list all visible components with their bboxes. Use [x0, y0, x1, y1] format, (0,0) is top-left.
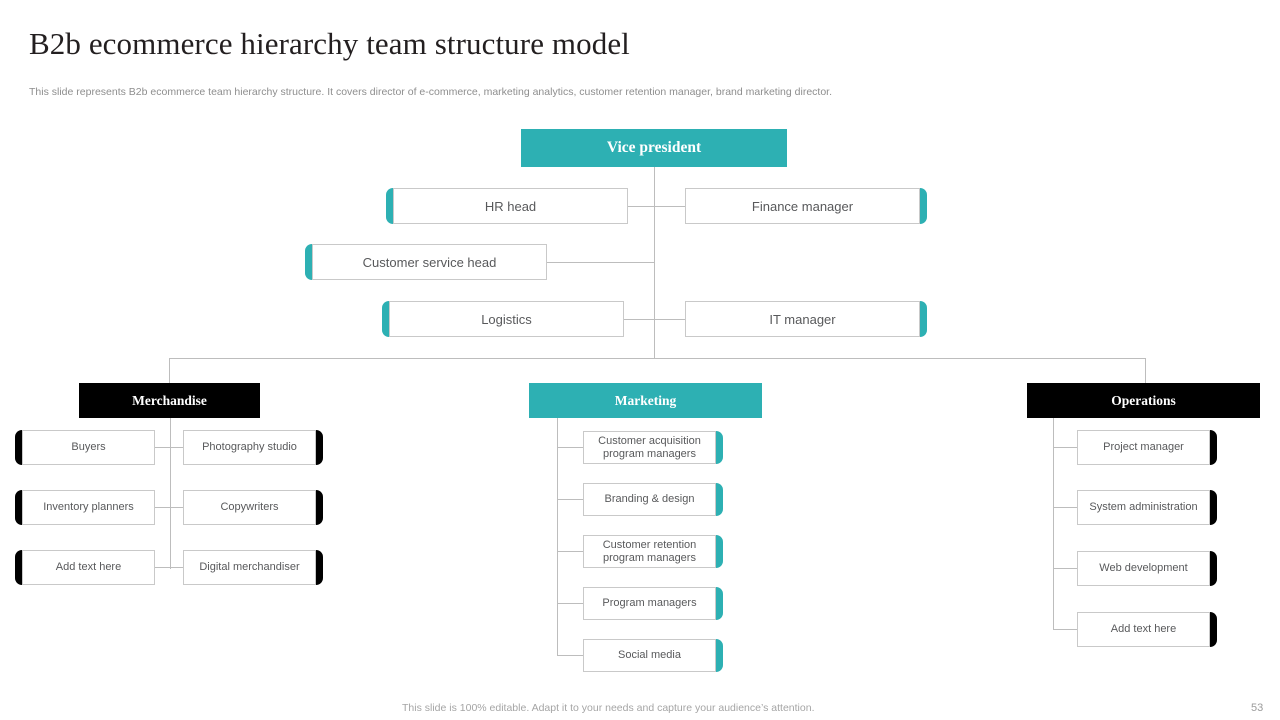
- connector-exec-row2: [547, 262, 655, 263]
- node-label: Customer service head: [362, 254, 497, 270]
- node-logistics[interactable]: Logistics: [382, 301, 624, 337]
- node-it-manager[interactable]: IT manager: [685, 301, 927, 337]
- node-label: Project manager: [1103, 441, 1184, 453]
- accent-tab-icon: [1204, 430, 1217, 465]
- accent-tab-icon: [914, 301, 927, 337]
- accent-tab-icon: [15, 550, 28, 585]
- accent-tab-icon: [710, 587, 723, 620]
- connector-merch-row3: [155, 567, 185, 568]
- node-copywriters[interactable]: Copywriters: [183, 490, 323, 525]
- node-label: Customer retention program managers: [602, 538, 697, 564]
- node-label: Buyers: [71, 441, 106, 453]
- node-label: Photography studio: [202, 441, 297, 453]
- connector-merch-row2: [155, 507, 185, 508]
- connector-merchandise-spine: [170, 418, 171, 569]
- node-label: Add text here: [55, 561, 122, 573]
- accent-tab-icon: [710, 483, 723, 516]
- node-label: Logistics: [481, 311, 532, 327]
- connector-exec-row3: [624, 319, 685, 320]
- connector-exec-row1: [628, 206, 685, 207]
- node-system-administration[interactable]: System administration: [1077, 490, 1217, 525]
- dept-header-merchandise[interactable]: Merchandise: [79, 383, 260, 418]
- footer-note: This slide is 100% editable. Adapt it to…: [402, 702, 815, 714]
- node-buyers[interactable]: Buyers: [15, 430, 155, 465]
- node-merchandise-add-text[interactable]: Add text here: [15, 550, 155, 585]
- accent-tab-icon: [15, 430, 28, 465]
- node-operations-add-text[interactable]: Add text here: [1077, 612, 1217, 647]
- connector-mkt-row2: [557, 499, 584, 500]
- node-label: Finance manager: [751, 198, 854, 214]
- connector-merch-row1: [155, 447, 185, 448]
- dept-label: Merchandise: [132, 392, 207, 408]
- connector-ops-row2: [1053, 507, 1078, 508]
- connector-drop-operations: [1145, 358, 1146, 383]
- node-label: Digital merchandiser: [199, 561, 300, 573]
- accent-tab-icon: [1204, 551, 1217, 586]
- accent-tab-icon: [386, 188, 399, 224]
- node-label: Program managers: [602, 597, 697, 609]
- node-label: Add text here: [1110, 623, 1177, 635]
- accent-tab-icon: [1204, 490, 1217, 525]
- node-program-managers[interactable]: Program managers: [583, 587, 723, 620]
- accent-tab-icon: [310, 550, 323, 585]
- accent-tab-icon: [310, 490, 323, 525]
- node-label: Branding & design: [604, 493, 695, 505]
- accent-tab-icon: [914, 188, 927, 224]
- node-social-media[interactable]: Social media: [583, 639, 723, 672]
- connector-mkt-row5: [557, 655, 584, 656]
- node-label: Copywriters: [220, 501, 279, 513]
- connector-ops-row3: [1053, 568, 1078, 569]
- page-number: 53: [1251, 702, 1264, 714]
- node-web-development[interactable]: Web development: [1077, 551, 1217, 586]
- node-label: System administration: [1089, 501, 1198, 513]
- accent-tab-icon: [710, 431, 723, 464]
- node-label: HR head: [484, 198, 537, 214]
- node-branding-and-design[interactable]: Branding & design: [583, 483, 723, 516]
- accent-tab-icon: [710, 639, 723, 672]
- connector-mkt-row1: [557, 447, 584, 448]
- node-finance-manager[interactable]: Finance manager: [685, 188, 927, 224]
- connector-operations-spine: [1053, 418, 1054, 630]
- node-project-manager[interactable]: Project manager: [1077, 430, 1217, 465]
- node-hr-head[interactable]: HR head: [386, 188, 628, 224]
- connector-ops-row4: [1053, 629, 1078, 630]
- connector-mkt-row3: [557, 551, 584, 552]
- accent-tab-icon: [310, 430, 323, 465]
- node-vice-president[interactable]: Vice president: [521, 129, 787, 167]
- accent-tab-icon: [15, 490, 28, 525]
- node-digital-merchandiser[interactable]: Digital merchandiser: [183, 550, 323, 585]
- node-inventory-planners[interactable]: Inventory planners: [15, 490, 155, 525]
- node-label: Web development: [1099, 562, 1188, 574]
- connector-marketing-spine: [557, 418, 558, 656]
- page-subtitle: This slide represents B2b ecommerce team…: [29, 86, 832, 98]
- connector-ops-row1: [1053, 447, 1078, 448]
- accent-tab-icon: [710, 535, 723, 568]
- page-title: B2b ecommerce hierarchy team structure m…: [29, 26, 630, 61]
- node-customer-service-head[interactable]: Customer service head: [305, 244, 547, 280]
- dept-header-operations[interactable]: Operations: [1027, 383, 1260, 418]
- dept-label: Operations: [1111, 392, 1176, 408]
- node-label: IT manager: [769, 311, 836, 327]
- accent-tab-icon: [305, 244, 318, 280]
- accent-tab-icon: [1204, 612, 1217, 647]
- connector-mkt-row4: [557, 603, 584, 604]
- node-customer-retention-program-managers[interactable]: Customer retention program managers: [583, 535, 723, 568]
- dept-label: Marketing: [614, 392, 677, 408]
- node-photography-studio[interactable]: Photography studio: [183, 430, 323, 465]
- connector-drop-merchandise: [169, 358, 170, 383]
- node-label: Customer acquisition program managers: [598, 434, 701, 460]
- node-label: Vice president: [606, 139, 702, 156]
- accent-tab-icon: [382, 301, 395, 337]
- node-label: Social media: [618, 649, 681, 661]
- node-label: Inventory planners: [43, 501, 134, 513]
- node-customer-acquisition-program-managers[interactable]: Customer acquisition program managers: [583, 431, 723, 464]
- connector-distribution-bar: [169, 358, 1145, 359]
- dept-header-marketing[interactable]: Marketing: [529, 383, 762, 418]
